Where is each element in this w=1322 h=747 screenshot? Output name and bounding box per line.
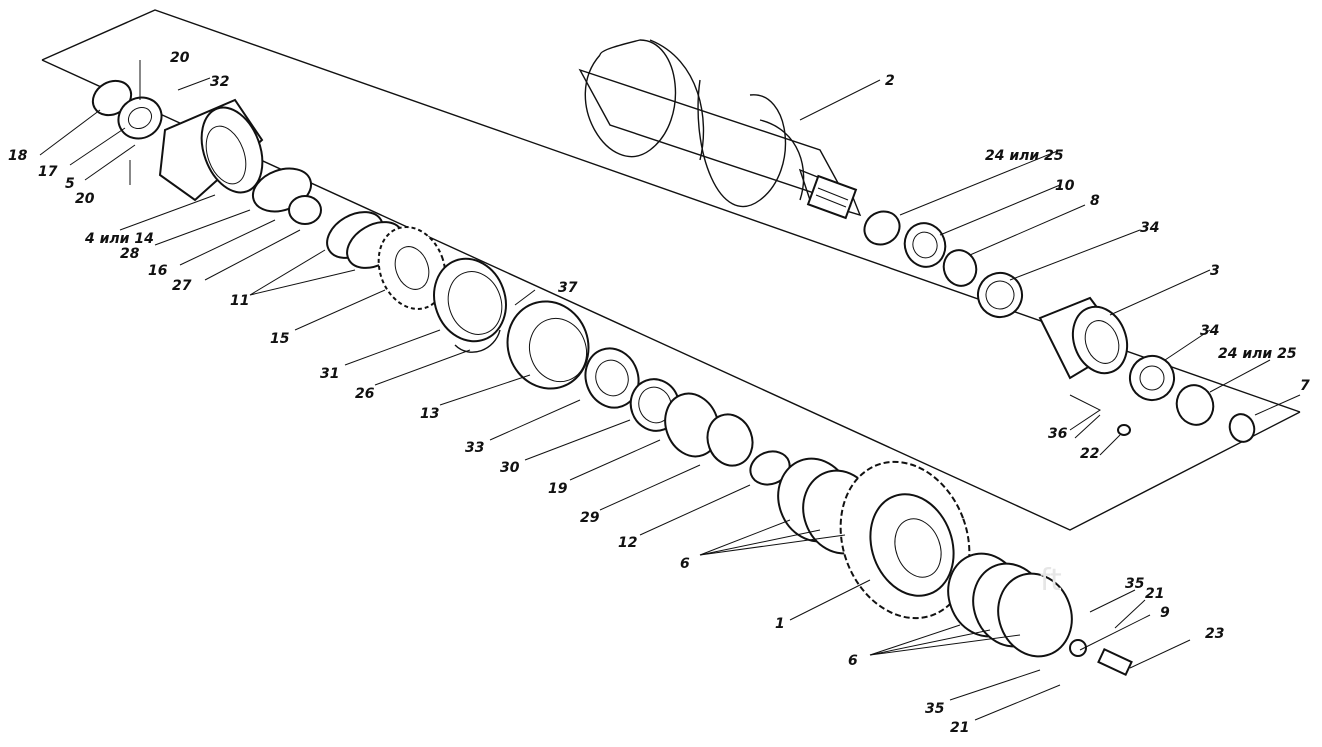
label-21-top: 21 xyxy=(1145,586,1164,602)
leader-lines xyxy=(39,60,1301,721)
label-26: 26 xyxy=(355,386,375,402)
label-23: 23 xyxy=(1205,626,1224,642)
middle-parts xyxy=(506,300,791,486)
label-6-upper: 6 xyxy=(680,556,690,572)
part-labels: 20 32 18 17 5 20 4 или 14 28 16 27 11 15… xyxy=(8,50,1310,736)
label-21-bottom: 21 xyxy=(950,720,969,736)
label-24-or-25-top: 24 или 25 xyxy=(985,148,1064,164)
left-parts xyxy=(91,79,322,225)
label-11: 11 xyxy=(230,293,249,309)
label-30: 30 xyxy=(500,460,520,476)
middle-left-parts xyxy=(326,211,507,353)
label-7: 7 xyxy=(1300,378,1310,394)
label-17: 17 xyxy=(38,164,58,180)
label-36: 36 xyxy=(1048,426,1068,442)
label-31: 31 xyxy=(320,366,339,382)
label-1: 1 xyxy=(775,616,785,632)
label-16: 16 xyxy=(148,263,168,279)
label-9: 9 xyxy=(1160,605,1170,621)
label-3: 3 xyxy=(1210,263,1220,279)
label-12: 12 xyxy=(618,535,637,551)
label-19: 19 xyxy=(548,481,568,497)
label-37: 37 xyxy=(558,280,578,296)
label-20-bottom: 20 xyxy=(75,191,95,207)
auger-shaft xyxy=(578,39,862,220)
label-15: 15 xyxy=(270,331,290,347)
watermark: ft xyxy=(1040,563,1062,598)
label-8: 8 xyxy=(1090,193,1100,209)
label-18: 18 xyxy=(8,148,28,164)
frame-lines xyxy=(41,9,1301,531)
label-10: 10 xyxy=(1055,178,1075,194)
label-32: 32 xyxy=(210,74,229,90)
label-6-lower: 6 xyxy=(848,653,858,669)
label-20-top: 20 xyxy=(170,50,190,66)
label-2: 2 xyxy=(885,73,895,89)
label-24-or-25-bottom: 24 или 25 xyxy=(1218,346,1297,362)
label-29: 29 xyxy=(580,510,600,526)
right-parts xyxy=(863,210,1256,443)
label-4-or-14: 4 или 14 xyxy=(84,231,154,247)
label-27: 27 xyxy=(172,278,192,294)
label-13: 13 xyxy=(420,406,439,422)
label-22: 22 xyxy=(1080,446,1099,462)
label-34-bottom: 34 xyxy=(1200,323,1219,339)
label-33: 33 xyxy=(465,440,484,456)
label-34-top: 34 xyxy=(1140,220,1159,236)
label-5: 5 xyxy=(65,176,75,192)
label-35-top: 35 xyxy=(1125,576,1145,592)
label-35-bottom: 35 xyxy=(925,701,945,717)
gear-assembly xyxy=(777,457,1133,677)
label-28: 28 xyxy=(120,246,140,262)
